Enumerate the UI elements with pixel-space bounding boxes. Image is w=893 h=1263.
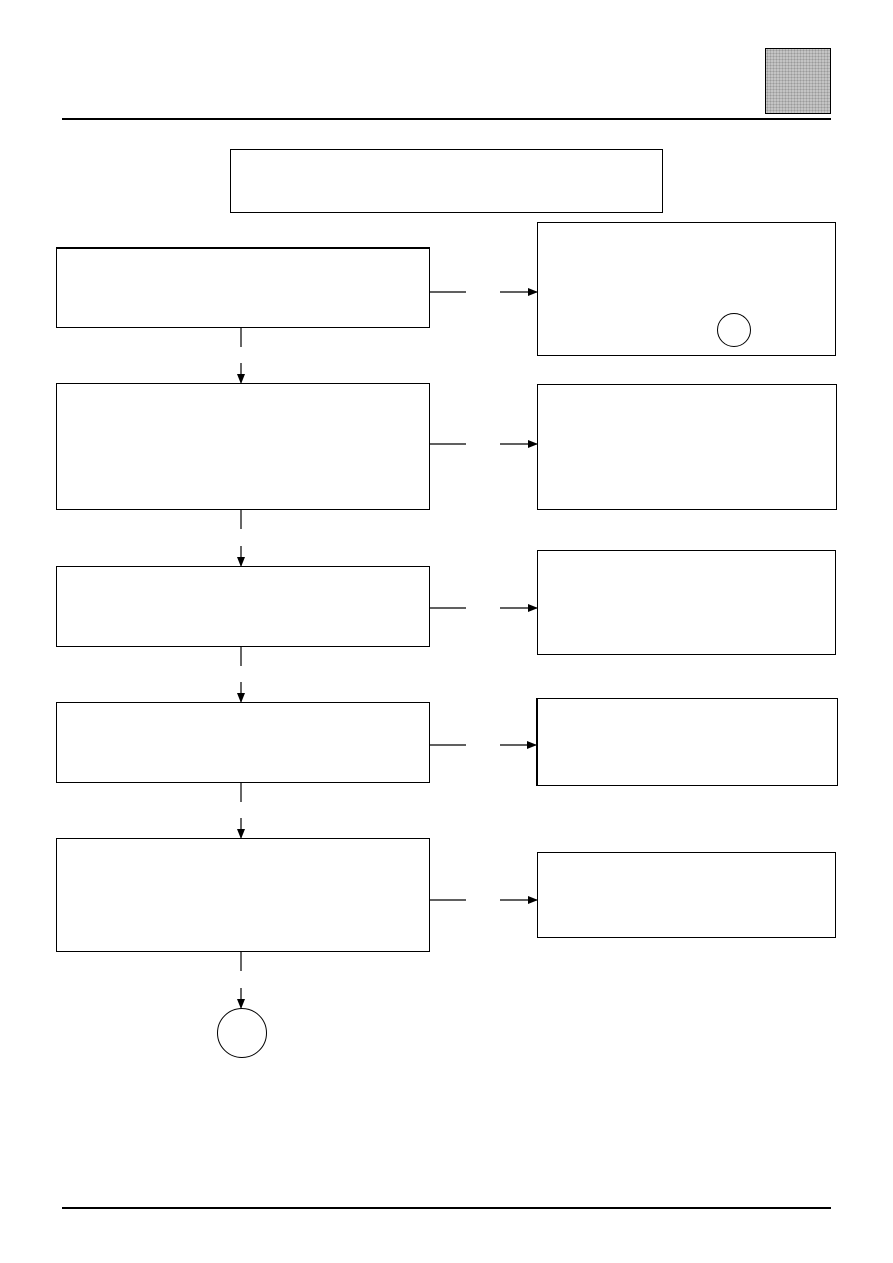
footer-rule	[62, 1207, 831, 1209]
result-box-4	[536, 698, 838, 786]
title-box	[230, 149, 663, 213]
step-box-4	[56, 702, 430, 783]
step-box-1	[56, 247, 430, 328]
header-rule	[62, 118, 831, 120]
section-tab-marker	[765, 48, 831, 114]
result-box-5	[537, 852, 836, 938]
result-1-connector-circle	[717, 313, 751, 347]
result-box-3	[537, 550, 836, 655]
result-box-2	[537, 384, 837, 510]
end-connector-circle	[217, 1008, 267, 1058]
step-box-3	[56, 566, 430, 647]
step-box-2	[56, 383, 430, 510]
